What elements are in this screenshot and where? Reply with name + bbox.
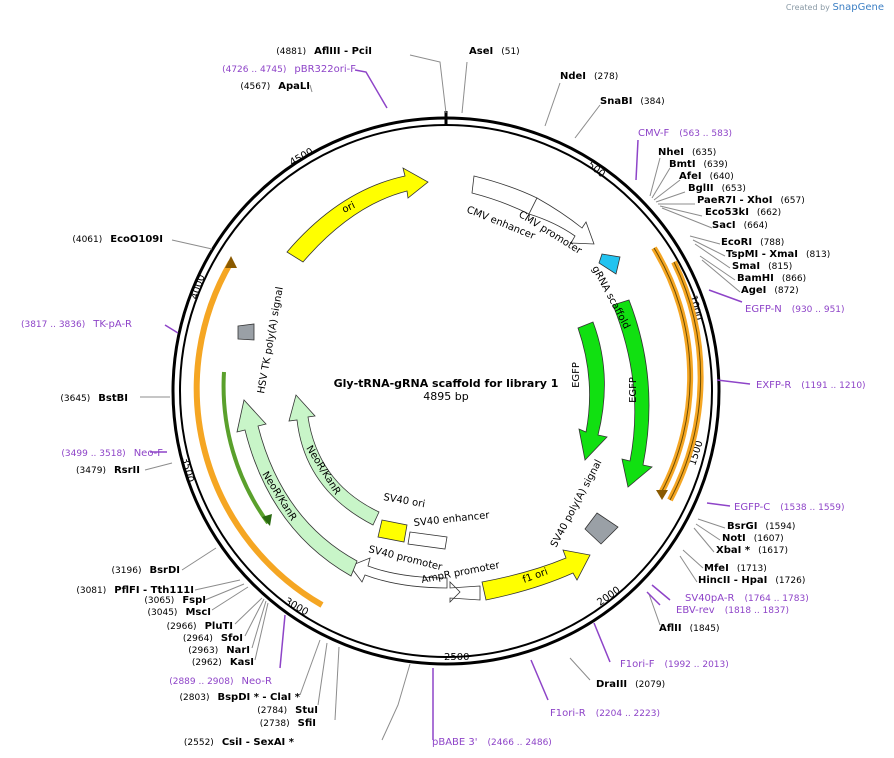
cmv-enhancer-arrow [471,175,538,215]
primer-label: EBV-rev(1818 .. 1837) [676,605,789,616]
primer-label: CMV-F(563 .. 583) [638,128,732,139]
restriction-site-label: BamHI(866) [737,273,806,284]
primer-label: F1ori-R(2204 .. 2223) [550,708,660,719]
primer-label: SV40pA-R(1764 .. 1783) [685,593,809,604]
restriction-site-label: BsrGI(1594) [727,521,795,532]
restriction-site-label: (2784)StuI [257,705,318,716]
neo-outer-arc-2 [221,371,270,525]
plasmid-length: 4895 bp [423,390,468,403]
egfp-arrow-inner [577,321,608,461]
restriction-site-label: (4881)AflIII - PciI [276,46,372,57]
restriction-site-label: SnaBI(384) [600,96,665,107]
restriction-site-labels: (4881)AflIII - PciI AseI(51) NdeI(278) SnaB… [60,46,830,748]
restriction-site-label: AflII(1845) [659,623,720,634]
primer-label: F1ori-F(1992 .. 2013) [620,659,729,670]
plasmid-name: Gly-tRNA-gRNA scaffold for library 1 [334,377,559,390]
restriction-site-label: (3065)FspI [144,595,206,606]
restriction-site-label: AfeI(640) [679,171,734,182]
feature-label: EGFP [571,362,582,388]
primer-markers [150,69,751,740]
primer-label: (4726 .. 4745)pBR322ori-F [222,64,356,75]
restriction-site-label: TspMI - XmaI(813) [726,249,830,260]
tick-label: 4500 [288,146,316,168]
sv40-ori-shape [377,519,408,543]
restriction-site-label: XbaI *(1617) [716,545,788,556]
restriction-site-label: MfeI(1713) [704,563,767,574]
orange-arrow-head-bottom [656,490,668,500]
restriction-site-label: (2966)PluTI [167,621,233,632]
tick-label: 2500 [444,652,469,663]
restriction-site-label: EcoRI(788) [721,237,784,248]
primer-label: EXFP-R(1191 .. 1210) [756,380,866,391]
site-leaders [140,54,741,741]
snapgene-branding: Created by SnapGene [786,2,884,13]
feature-label: gRNA scaffold [589,264,631,331]
grna-scaffold-arrow [598,253,621,275]
primer-label: EGFP-N(930 .. 951) [745,304,845,315]
restriction-site-label: DraIII(2079) [596,679,665,690]
feature-label: SV40 promoter [367,544,444,573]
restriction-site-label: (3045)MscI [148,607,212,618]
hsv-tk-polya-shape [237,323,255,341]
primer-labels: (4726 .. 4745)pBR322ori-F CMV-F(563 .. 58… [21,64,866,748]
restriction-site-label: (2803)BspDI * - ClaI * [180,692,301,703]
restriction-site-label: SmaI(815) [732,261,792,272]
restriction-site-label: BmtI(639) [669,159,728,170]
neo-outer-arc-1 [193,260,324,608]
feature-label: HSV TK poly(A) signal [256,286,286,395]
restriction-site-label: AseI(51) [469,46,520,57]
tick-label: 3000 [283,596,311,618]
restriction-site-label: (4567)ApaLI [240,81,310,92]
sv40-enhancer-shape [407,531,448,550]
egfp-arrow-outer [612,299,653,488]
tick-label: 4000 [189,273,207,301]
restriction-site-label: (3479)RsrII [76,465,140,476]
feature-label: EGFP [628,377,639,403]
restriction-site-label: BglII(653) [688,183,746,194]
created-by-label: Created by [785,3,830,12]
primer-label: pBABE 3'(2466 .. 2486) [432,737,552,748]
restriction-site-label: SacI(664) [712,220,768,231]
restriction-site-label: NheI(635) [658,147,716,158]
neo-kanr-arrow-inner [288,394,380,526]
sv40-polya-shape [584,512,619,545]
f1-ori-arrow [481,549,591,601]
restriction-site-label: PaeR7I - XhoI(657) [697,195,805,206]
ampr-promoter-arrow [449,581,481,603]
restriction-site-label: NdeI(278) [560,71,618,82]
tick-label: 3500 [179,456,195,483]
cmv-promoter-arrow [528,197,595,245]
restriction-site-label: (2552)CsiI - SexAI * [184,737,295,748]
restriction-site-label: (2963)NarI [188,645,250,656]
primer-label: (3817 .. 3836)TK-pA-R [21,319,132,330]
restriction-site-label: (4061)EcoO109I [72,234,163,245]
restriction-site-label: AgeI(872) [741,285,799,296]
tick-label: 2000 [595,585,622,609]
snapgene-logo: SnapGene [832,2,884,13]
primer-label: (2889 .. 2908)Neo-R [169,676,272,687]
restriction-site-label: Eco53kI(662) [705,207,781,218]
restriction-site-label: HincII - HpaI(1726) [698,575,805,586]
feature-label: SV40 ori [382,492,425,510]
ori-arrow [286,167,429,263]
restriction-site-label: NotI(1607) [722,533,784,544]
feature-label: NeoR/KanR [259,470,298,523]
feature-shapes [225,167,668,603]
restriction-site-label: (3196)BsrDI [112,565,180,576]
green-arrow-head [262,514,272,526]
restriction-site-label: (2964)SfoI [183,633,243,644]
restriction-site-label: (2738)SfiI [260,718,316,729]
orange-arrow-head-top [225,256,237,268]
restriction-site-label: (3645)BstBI [60,393,128,404]
feature-label: ori [340,200,357,216]
restriction-site-label: (2962)KasI [192,657,254,668]
primer-label: EGFP-C(1538 .. 1559) [734,502,845,513]
feature-label: SV40 enhancer [413,510,491,529]
feature-label: NeoR/KanR [303,444,342,497]
neo-kanr-arrow-outer [236,399,358,577]
primer-label: (3499 .. 3518)Neo-F [61,448,163,459]
restriction-site-label: (3081)PflFI - Tth111I [76,585,194,596]
outer-feature-arcs [193,246,704,608]
